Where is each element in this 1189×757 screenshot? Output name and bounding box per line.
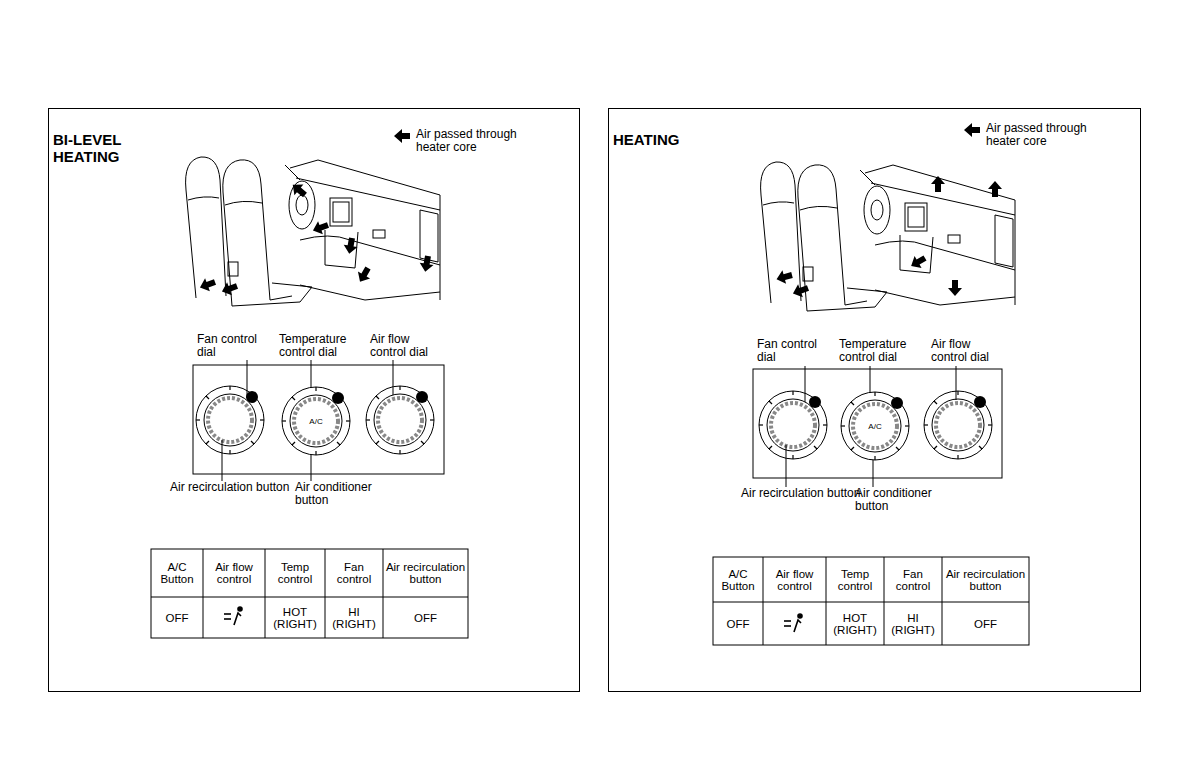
settings-table	[151, 549, 468, 638]
table-cell: Air recirculation button	[383, 549, 468, 597]
table-cell: OFF	[383, 597, 468, 638]
callout-label: Temperature control dial	[279, 333, 369, 359]
table-cell: OFF	[942, 602, 1029, 645]
table-cell: Temp control	[826, 557, 884, 602]
panel-box: HEATING A/C	[608, 108, 1141, 692]
legend-text: Air passed through heater core	[986, 122, 1116, 148]
callout-label: Air recirculation button	[741, 487, 861, 500]
dial-label: A/C	[281, 386, 351, 456]
flow-arrows	[198, 179, 435, 298]
panel-title: BI-LEVEL HEATING	[53, 131, 145, 165]
table-cell: HOT (RIGHT)	[265, 597, 325, 638]
car-interior	[186, 157, 440, 306]
legend-item: Air passed through heater core	[392, 128, 546, 154]
leader-lines	[222, 360, 393, 481]
table-cell: Air recirculation button	[942, 557, 1029, 602]
control-panel	[753, 369, 1002, 478]
legend-arrow	[964, 123, 980, 137]
table-cell: Air flow control	[763, 557, 826, 602]
table-cell: HI (RIGHT)	[884, 602, 942, 645]
temperature-dial: A/C	[281, 386, 351, 456]
legend-arrow	[394, 129, 410, 143]
legend-text: Air passed through heater core	[416, 128, 546, 154]
callout-label: Temperature control dial	[839, 338, 929, 364]
table-cell: A/C Button	[713, 557, 763, 602]
table-cell: Fan control	[325, 549, 383, 597]
control-dial	[282, 387, 350, 455]
control-dial	[841, 392, 909, 460]
table-cell: HOT (RIGHT)	[826, 602, 884, 645]
callout-label: Fan control dial	[757, 338, 827, 364]
car-interior	[761, 162, 1015, 311]
table-cell: HI (RIGHT)	[325, 597, 383, 638]
callout-label: Air recirculation button	[170, 481, 290, 494]
legend-sample	[962, 122, 982, 138]
callout-label: Fan control dial	[197, 333, 267, 359]
legend-item: Air passed through heater core	[962, 122, 1116, 148]
legend-sample	[392, 128, 412, 144]
table-cell: OFF	[151, 597, 203, 638]
panel-box: BI-LEVEL HEATING A/C	[48, 108, 580, 692]
table-cell: Fan control	[884, 557, 942, 602]
callout-label: Air flow control dial	[931, 338, 1001, 364]
dial-label: A/C	[840, 391, 910, 461]
panel-title: HEATING	[613, 131, 705, 148]
table-cell: OFF	[713, 602, 763, 645]
table-cell: Temp control	[265, 549, 325, 597]
flow-arrows	[775, 176, 1002, 300]
settings-table	[713, 557, 1029, 645]
table-cell: Air flow control	[203, 549, 265, 597]
callout-label: Air flow control dial	[370, 333, 440, 359]
callout-label: Air conditioner button	[855, 487, 955, 513]
temperature-dial: A/C	[840, 391, 910, 461]
control-panel	[193, 365, 444, 474]
table-cell: A/C Button	[151, 549, 203, 597]
callout-label: Air conditioner button	[295, 481, 395, 507]
leader-lines	[786, 366, 956, 487]
